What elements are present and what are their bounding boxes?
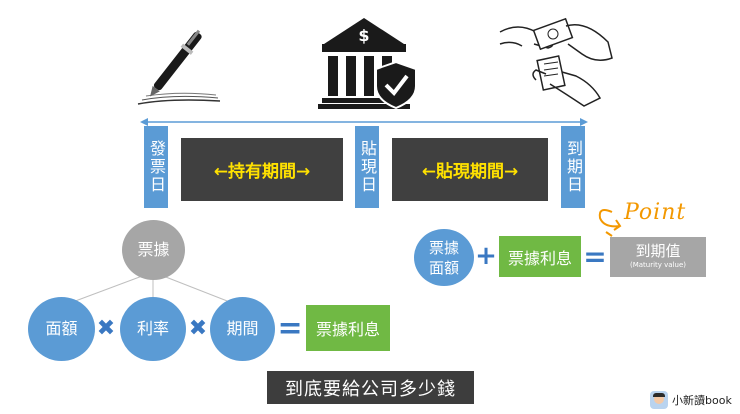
- bank-shield-icon: $: [318, 18, 417, 110]
- issue-date-box: 發票日: [144, 126, 168, 208]
- subtitle-text: 到底要給公司多少錢: [285, 378, 456, 400]
- equals-icon: =: [277, 310, 303, 346]
- interest-box: 票據利息: [499, 236, 581, 277]
- maturity-date-label: 到期日: [564, 140, 583, 194]
- discount-period-box: ←貼現期間→: [392, 138, 548, 201]
- maturity-date-box: 到期日: [561, 126, 585, 208]
- interest-result-label: 票據利息: [315, 320, 380, 339]
- issue-date-label: 發票日: [147, 140, 166, 194]
- watermark-text: 小新讀book: [672, 394, 732, 407]
- face-value-label: 面額: [45, 319, 78, 338]
- pen-icon: [137, 29, 221, 105]
- discount-date-label: 貼現日: [358, 140, 377, 194]
- face-value-circle-label: 票據面額: [428, 238, 459, 277]
- interest-result-box: 票據利息: [306, 305, 390, 351]
- discount-period-label: ←貼現期間→: [421, 162, 519, 182]
- interest-box-label: 票據利息: [507, 248, 572, 268]
- maturity-value-box: 到期值 (Maturity value): [610, 237, 706, 277]
- root-node-label: 票據: [137, 240, 170, 259]
- point-swirl-icon: [598, 209, 622, 237]
- maturity-value-label: 到期值: [635, 242, 681, 260]
- subtitle-caption: 到底要給公司多少錢: [267, 371, 474, 404]
- svg-text:$: $: [358, 26, 369, 45]
- timeline-arrow: [140, 118, 588, 126]
- face-value-node: 面額: [28, 297, 95, 361]
- holding-period-label: ←持有期間→: [213, 162, 311, 182]
- rate-label: 利率: [136, 319, 169, 338]
- holding-period-box: ←持有期間→: [181, 138, 343, 201]
- rate-node: 利率: [120, 297, 186, 361]
- hands-exchange-money-icon: [499, 17, 613, 107]
- avatar: [650, 391, 668, 409]
- period-node: 期間: [210, 297, 275, 361]
- equals-icon: =: [583, 239, 607, 273]
- multiply-icon: ✖: [188, 315, 208, 341]
- root-node-note: 票據: [122, 220, 185, 280]
- face-value-circle: 票據面額: [414, 229, 474, 286]
- multiply-icon: ✖: [96, 315, 116, 341]
- point-annotation: Point: [624, 200, 687, 225]
- maturity-value-en-label: (Maturity value): [629, 261, 687, 269]
- discount-date-box: 貼現日: [355, 126, 379, 208]
- watermark: 小新讀book: [650, 389, 738, 411]
- period-label: 期間: [226, 319, 259, 338]
- plus-icon: +: [475, 241, 497, 271]
